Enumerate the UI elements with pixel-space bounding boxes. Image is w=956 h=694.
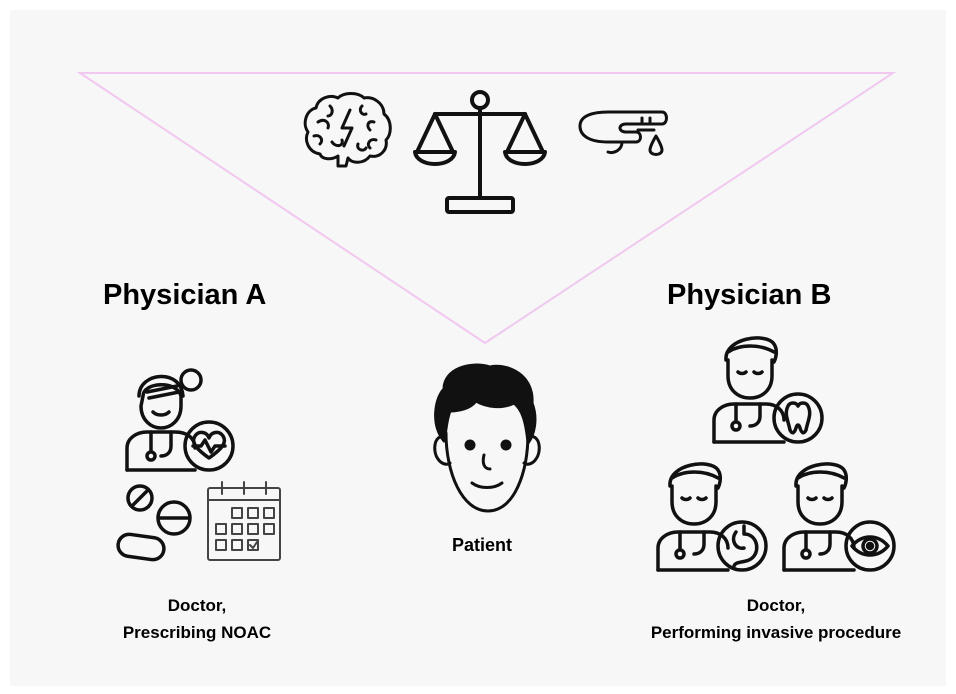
- bleeding-finger-icon: [578, 108, 670, 166]
- scales-of-justice-icon: [413, 90, 547, 216]
- physician-a-title: Physician A: [103, 279, 267, 311]
- physician-b-caption-line1: Doctor,: [746, 596, 806, 615]
- calendar-icon: [206, 480, 282, 562]
- physician-a-caption-line1: Doctor,: [167, 596, 227, 615]
- physician-b-title: Physician B: [667, 279, 832, 311]
- gastroenterologist-doctor-icon: [656, 456, 770, 572]
- patient-label: Patient: [452, 535, 513, 555]
- brain-icon: [302, 92, 392, 166]
- physician-a-caption-line2: Prescribing NOAC: [122, 623, 272, 642]
- physician-a-caption: Doctor, Prescribing NOAC: [102, 592, 292, 646]
- physician-b-caption: Doctor, Performing invasive procedure: [618, 592, 934, 646]
- pills-icon: [116, 484, 196, 564]
- physician-b-caption-line2: Performing invasive procedure: [650, 623, 902, 642]
- dentist-doctor-icon: [712, 330, 826, 444]
- female-doctor-cardiology-icon: [125, 362, 239, 472]
- patient-face-icon: [430, 363, 542, 515]
- ophthalmologist-doctor-icon: [782, 456, 898, 572]
